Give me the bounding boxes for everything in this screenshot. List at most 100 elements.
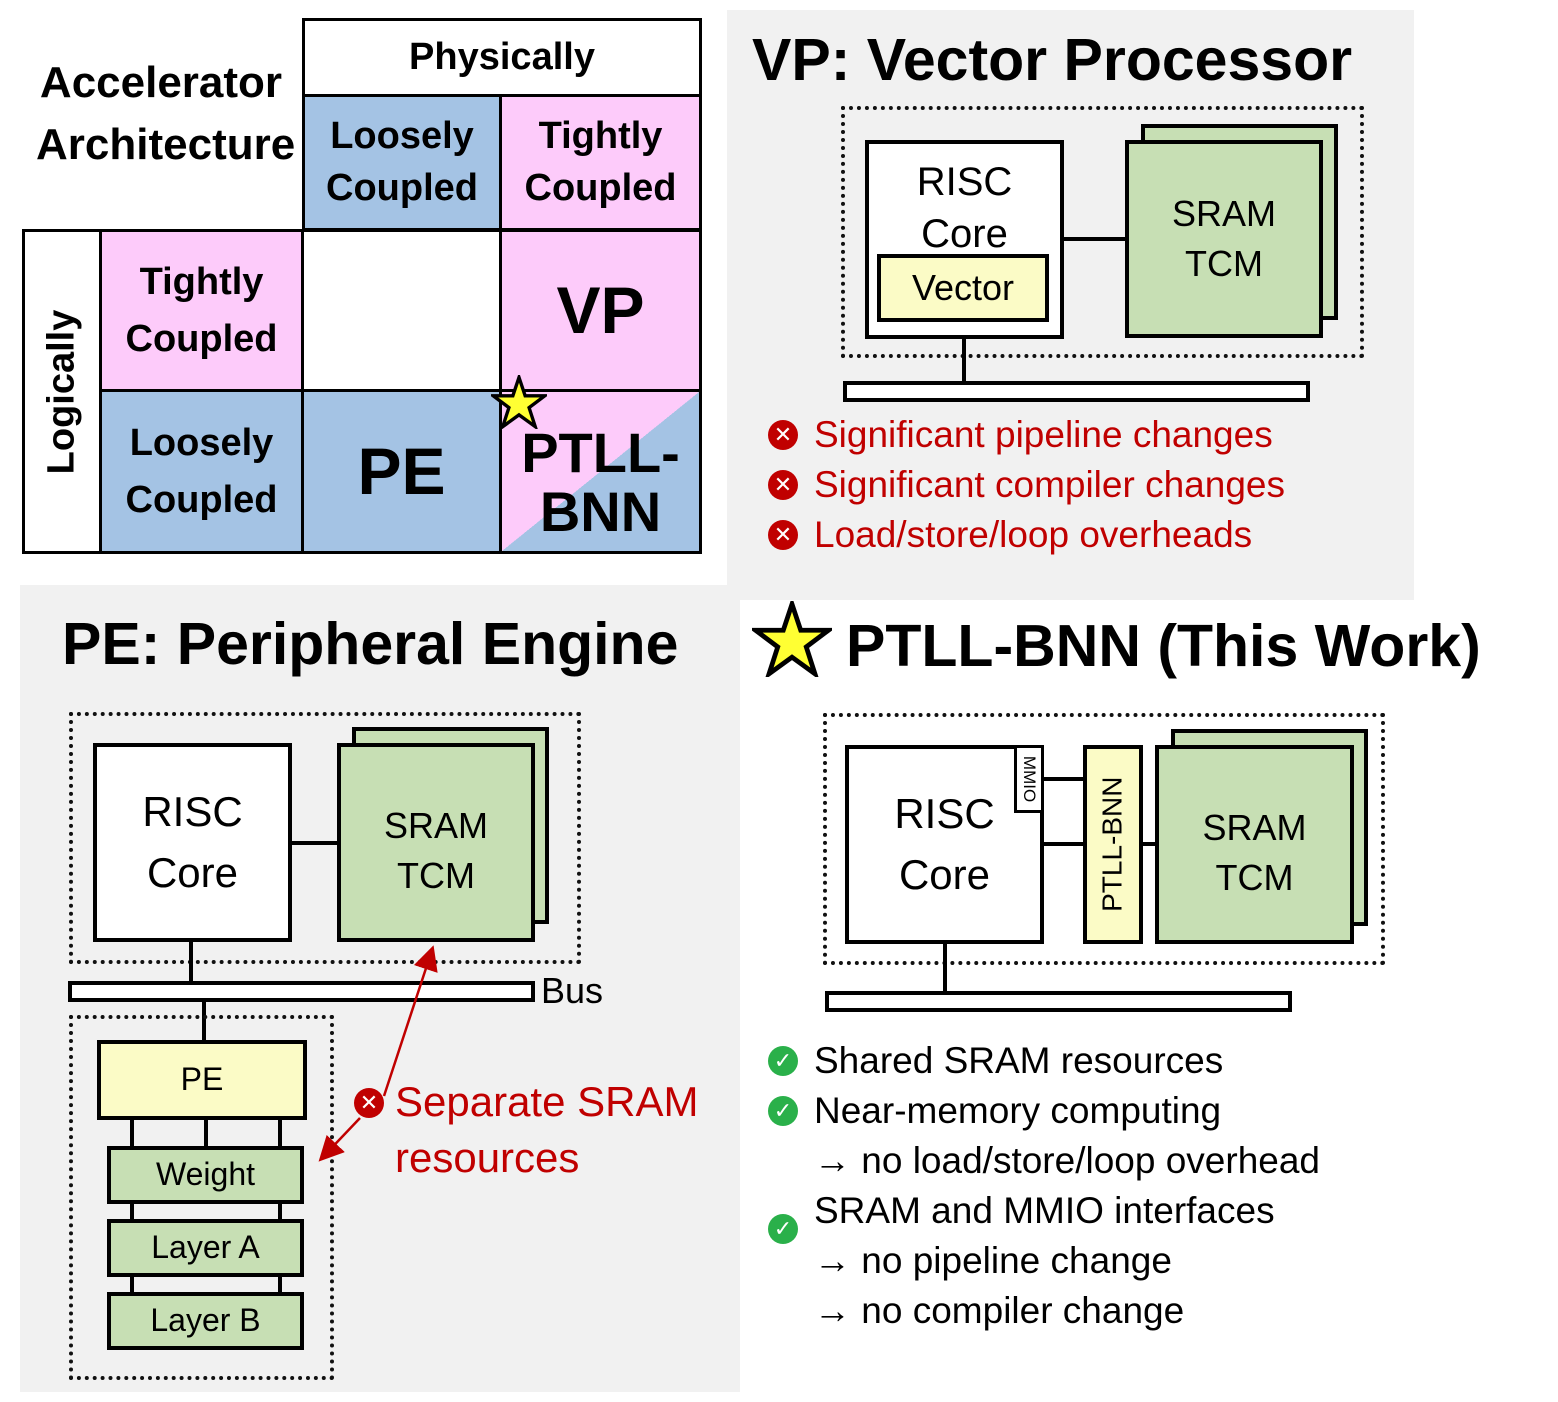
pe-core-group — [69, 712, 581, 964]
pe-engine-label: PE — [180, 1061, 224, 1098]
ptll-sram-line1: SRAM — [1202, 807, 1307, 848]
cell-empty — [301, 229, 502, 392]
vp-sram-tcm: SRAM TCM — [1125, 140, 1323, 338]
pe-layer-b-block: Layer B — [107, 1292, 304, 1350]
check-circle-icon: ✓ — [768, 1214, 798, 1244]
ptll-bus — [825, 991, 1292, 1012]
pe-weight-block: Weight — [107, 1146, 304, 1204]
ptll-bnn-block: PTLL-BNN — [1083, 745, 1143, 944]
vp-risc-line1: RISC — [916, 160, 1013, 204]
x-circle-icon: ✕ — [768, 520, 798, 550]
x-circle-icon: ✕ — [768, 470, 798, 500]
pe-conn — [278, 1275, 282, 1295]
ptll-risc-line1: RISC — [894, 789, 995, 837]
pe-layer-a-block: Layer A — [107, 1219, 304, 1277]
cell-vp-label: VP — [556, 272, 645, 347]
ptll-mmio-link — [1044, 777, 1085, 781]
cell-ptll-line2: BNN — [539, 479, 662, 543]
vp-con-2-text: Significant compiler changes — [814, 464, 1285, 505]
ptll-pro-3-sub-2: → no compiler change — [814, 1290, 1185, 1331]
vp-con-2: ✕ Significant compiler changes — [768, 464, 1285, 506]
ptll-core-group — [823, 713, 1385, 965]
row-tight-line1: Tightly — [139, 260, 264, 303]
pe-sram-tcm: SRAM TCM — [337, 743, 535, 942]
pe-con-line2: resources — [395, 1134, 580, 1181]
ptll-pro-2: ✓ Near-memory computing — [768, 1090, 1221, 1132]
logically-label: Logically — [40, 309, 83, 474]
vp-bus — [843, 381, 1310, 402]
ptll-title: PTLL-BNN (This Work) — [846, 613, 1481, 679]
pe-conn — [278, 1202, 282, 1222]
pe-core-bus-link — [189, 942, 193, 982]
pe-bus-label: Bus — [541, 970, 604, 1011]
pe-layer-b-label: Layer B — [150, 1302, 261, 1339]
corner-label-line1: Accelerator — [39, 58, 283, 107]
pe-core-sram-link — [292, 841, 337, 845]
vp-core-group — [841, 106, 1364, 358]
ptll-pro-2-text: Near-memory computing — [814, 1090, 1222, 1131]
vp-con-1-text: Significant pipeline changes — [814, 414, 1273, 455]
pe-weight-label: Weight — [155, 1156, 255, 1193]
physically-label: Physically — [409, 35, 595, 78]
ptll-pro-2-sub: → no load/store/loop overhead — [814, 1140, 1321, 1181]
logically-header: Logically — [22, 229, 102, 554]
cell-vp: VP — [499, 229, 702, 392]
vp-core-sram-link — [1064, 237, 1125, 241]
vp-vector-label: Vector — [911, 266, 1015, 308]
corner-label-line2: Architecture — [36, 120, 296, 169]
pe-engine-group — [69, 1015, 334, 1380]
pe-conn — [278, 1118, 282, 1148]
cell-pe: PE — [301, 389, 502, 554]
physically-header: Physically — [302, 18, 702, 97]
ptll-core-link — [1044, 842, 1085, 846]
x-circle-icon: ✕ — [354, 1088, 384, 1118]
ptll-pro-3: ✓ SRAM and MMIO interfaces — [768, 1190, 1275, 1244]
ptll-pro-1: ✓ Shared SRAM resources — [768, 1040, 1223, 1082]
ptll-pro-3-text: SRAM and MMIO interfaces — [814, 1190, 1275, 1231]
ptll-sram-tcm: SRAM TCM — [1155, 745, 1354, 944]
pe-conn — [204, 1118, 208, 1148]
pe-conn — [130, 1275, 134, 1295]
ptll-risc-line2: Core — [898, 850, 991, 898]
vp-vector-unit: Vector — [877, 254, 1049, 322]
ptll-mmio-label: MMIO — [1020, 755, 1040, 803]
pe-sram-line1: SRAM — [383, 805, 488, 846]
separate-sram-arrows — [318, 945, 438, 1162]
ptll-risc-core: RISC Core — [845, 745, 1044, 944]
vp-core-bus-link — [962, 339, 966, 383]
check-circle-icon: ✓ — [768, 1096, 798, 1126]
cell-pe-label: PE — [357, 433, 446, 508]
ptll-sram-link — [1143, 842, 1157, 846]
pe-engine-block: PE — [97, 1040, 307, 1120]
star-icon — [752, 601, 832, 677]
cell-ptll-line1: PTLL- — [521, 420, 680, 484]
vp-title: VP: Vector Processor — [752, 27, 1353, 93]
star-icon — [491, 375, 547, 429]
ptll-pro-1-text: Shared SRAM resources — [814, 1040, 1224, 1081]
pe-sram-line2: TCM — [397, 855, 475, 897]
ptll-core-bus-link — [943, 944, 947, 992]
check-circle-icon: ✓ — [768, 1046, 798, 1076]
vp-con-1: ✕ Significant pipeline changes — [768, 414, 1273, 456]
vp-sram-line2: TCM — [1185, 243, 1263, 284]
matrix-corner-label: Accelerator Architecture — [36, 52, 296, 176]
vp-sram-line1: SRAM — [1171, 192, 1276, 234]
ptll-sram-line2: TCM — [1215, 857, 1294, 899]
pe-con-line1: Separate SRAM — [395, 1078, 699, 1125]
col-tight-line1: Tightly — [538, 115, 663, 158]
pe-bus — [68, 981, 535, 1002]
pe-layer-a-label: Layer A — [151, 1229, 260, 1266]
row-tight-line2: Coupled — [125, 317, 278, 360]
x-circle-icon: ✕ — [768, 420, 798, 450]
ptll-pro-3-sub-1: → no pipeline change — [814, 1240, 1172, 1281]
col-tight-line2: Coupled — [524, 166, 677, 209]
vp-con-3: ✕Load/store/loop overheads — [768, 514, 1252, 556]
pe-risc-line2: Core — [146, 848, 239, 896]
pe-conn — [130, 1202, 134, 1222]
row-loose-line1: Loosely — [129, 421, 274, 464]
